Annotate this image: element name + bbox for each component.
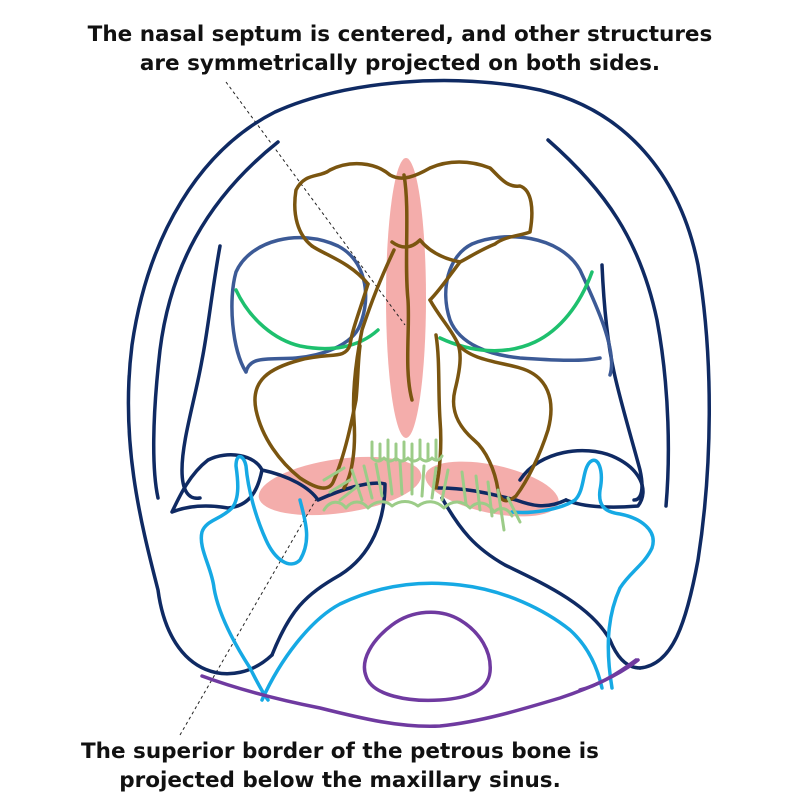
top-annotation-line-1: The nasal septum is centered, and other … — [87, 22, 713, 47]
foramen-magnum-outer — [260, 581, 604, 702]
teeth-upper — [322, 438, 522, 532]
maxillary-sinus-left-inner — [342, 248, 396, 490]
top-annotation: The nasal septum is centered, and other … — [0, 20, 800, 78]
skull-inner-right — [546, 138, 671, 508]
petrous-ridge-right — [510, 458, 655, 690]
nasal-cavity-right — [434, 333, 443, 490]
skull-inner-left — [151, 140, 280, 500]
bottom-leader-line — [179, 495, 319, 736]
innominate-line-right — [438, 270, 594, 353]
petrous-ridge-left — [199, 454, 309, 702]
mandible-outline — [200, 658, 640, 729]
skull-outer-outline — [126, 78, 711, 676]
skull-lateral-right — [600, 263, 644, 502]
foramen-magnum — [362, 610, 492, 703]
maxilla-left-lower — [260, 468, 387, 657]
mandible-right-ramus — [578, 658, 638, 692]
bottom-annotation-line-2: projected below the maxillary sinus. — [119, 768, 561, 793]
skull-lateral-left — [180, 244, 222, 500]
maxilla-right-lower — [436, 486, 642, 670]
maxillary-sinus-right — [428, 298, 553, 503]
ethmoid-septum — [310, 173, 462, 402]
bottom-annotation-line-1: The superior border of the petrous bone … — [81, 739, 599, 764]
orbit-left — [230, 235, 368, 374]
nasal-septum-highlight — [386, 158, 426, 438]
bottom-annotation: The superior border of the petrous bone … — [0, 737, 740, 795]
frontal-sinus — [293, 160, 534, 264]
top-annotation-line-2: are symmetrically projected on both side… — [139, 51, 661, 76]
maxillary-sinus-left — [253, 282, 370, 490]
